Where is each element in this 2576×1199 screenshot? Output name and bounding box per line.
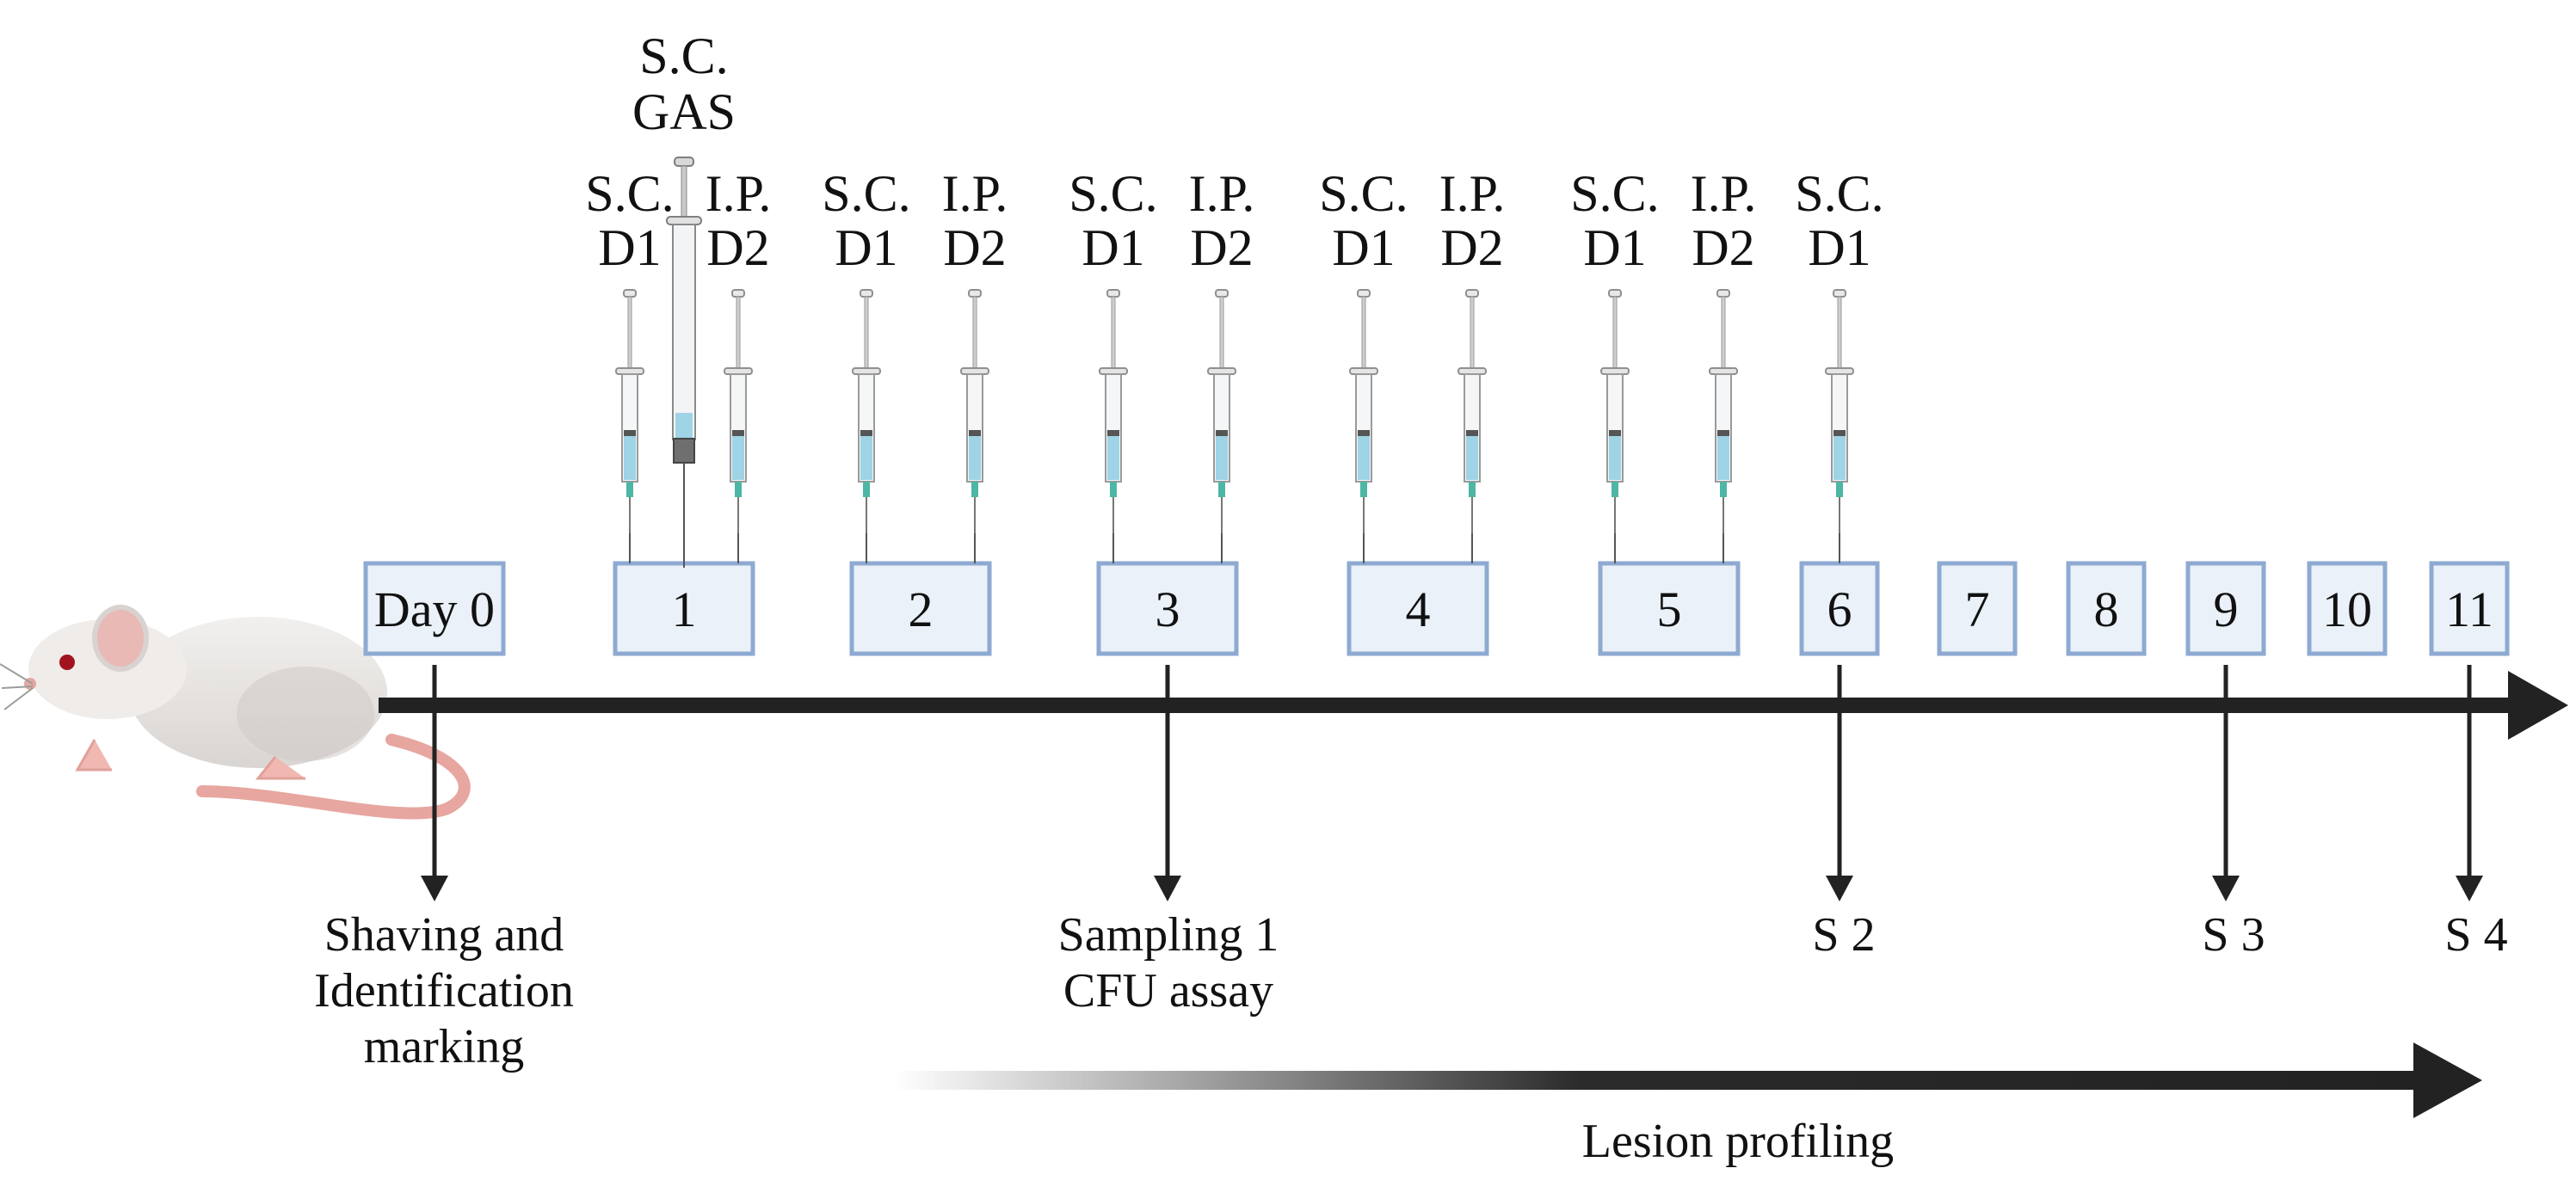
injection-route-label: S.C. — [822, 165, 910, 222]
day-box-4: 4 — [1347, 561, 1489, 656]
day-box-11: 11 — [2429, 561, 2510, 656]
event-label: S 4 — [2444, 908, 2507, 962]
day-box-2: 2 — [849, 561, 992, 656]
injection-dose-label: D2 — [1692, 219, 1754, 276]
day-label: 5 — [1657, 581, 1682, 637]
injection-dose-label: D1 — [598, 219, 661, 276]
injection-dose-label: D1 — [1332, 219, 1395, 276]
day-label: 10 — [2322, 581, 2372, 637]
injection-dose-label: D2 — [1190, 219, 1253, 276]
injection-dose-label: D2 — [706, 219, 769, 276]
day-label: 9 — [2214, 581, 2239, 637]
day-label: 8 — [2094, 581, 2119, 637]
syringe-icon — [1709, 289, 1738, 533]
timeline-arrow-icon — [379, 671, 2568, 740]
injection-dose-label: D2 — [943, 219, 1006, 276]
injection-route-label: I.P. — [1439, 165, 1506, 222]
syringe-icon — [1600, 289, 1630, 533]
day-box-1: 1 — [613, 561, 755, 656]
injection-route-label: S.C. — [639, 28, 728, 84]
day-box-6: 6 — [1799, 561, 1880, 656]
lesion-profiling-arrow-icon — [895, 1042, 2482, 1118]
injection-route-label: S.C. — [1319, 165, 1408, 222]
mouse-icon — [0, 605, 471, 820]
event-marker: S 3 — [2202, 665, 2265, 962]
day-box-day-0: Day 0 — [363, 561, 506, 656]
large-syringe-icon — [666, 157, 702, 568]
injection-dose-label: D1 — [1808, 219, 1870, 276]
injection-dose-label: D2 — [1440, 219, 1503, 276]
day-label: 3 — [1156, 581, 1180, 637]
day-box-10: 10 — [2307, 561, 2388, 656]
event-label: Sampling 1 — [1058, 908, 1279, 962]
event-label: CFU assay — [1063, 964, 1273, 1018]
day-box-9: 9 — [2185, 561, 2266, 656]
syringe-icon — [1207, 289, 1236, 533]
day-label: 1 — [672, 581, 697, 637]
day-label: 11 — [2445, 581, 2493, 637]
injection-route-label: I.P. — [1691, 165, 1757, 222]
day-box-5: 5 — [1598, 561, 1741, 656]
event-label: S 3 — [2202, 908, 2265, 962]
injection-route-label: I.P. — [1189, 165, 1255, 222]
syringe-icon — [960, 289, 989, 533]
injection-dose-label: D1 — [1082, 219, 1144, 276]
syringe-icon — [615, 289, 644, 533]
event-label: marking — [364, 1020, 525, 1073]
day-label: 2 — [909, 581, 934, 637]
injection-route-label: S.C. — [1795, 165, 1883, 222]
syringe-icon — [1825, 289, 1854, 533]
syringe-icon — [1349, 289, 1378, 533]
event-label: S 2 — [1812, 908, 1875, 962]
injection-dose-label: D1 — [1583, 219, 1646, 276]
day-label: 6 — [1827, 581, 1852, 637]
injection-route-label: S.C. — [585, 165, 674, 222]
event-marker: S 2 — [1812, 665, 1876, 962]
syringe-icon — [724, 289, 753, 533]
day-box-3: 3 — [1096, 561, 1239, 656]
injection-route-label: S.C. — [1069, 165, 1157, 222]
syringe-icon — [1099, 289, 1128, 533]
injection-route-label: I.P. — [706, 165, 772, 222]
event-label: Shaving and — [324, 908, 564, 962]
injection-route-label: I.P. — [942, 165, 1008, 222]
injection-route-label: S.C. — [1570, 165, 1659, 222]
syringe-icon — [852, 289, 881, 533]
event-marker: S 4 — [2444, 665, 2508, 962]
syringe-icon — [1457, 289, 1487, 533]
day-box-8: 8 — [2066, 561, 2147, 656]
injection-dose-label: D1 — [835, 219, 897, 276]
day-label: 4 — [1406, 581, 1431, 637]
day-box-7: 7 — [1937, 561, 2018, 656]
day-label: 7 — [1965, 581, 1990, 637]
day-label: Day 0 — [374, 581, 495, 637]
lesion-profiling-label: Lesion profiling — [1582, 1115, 1894, 1168]
injection-dose-label: GAS — [632, 83, 736, 140]
event-label: Identification — [314, 964, 574, 1018]
